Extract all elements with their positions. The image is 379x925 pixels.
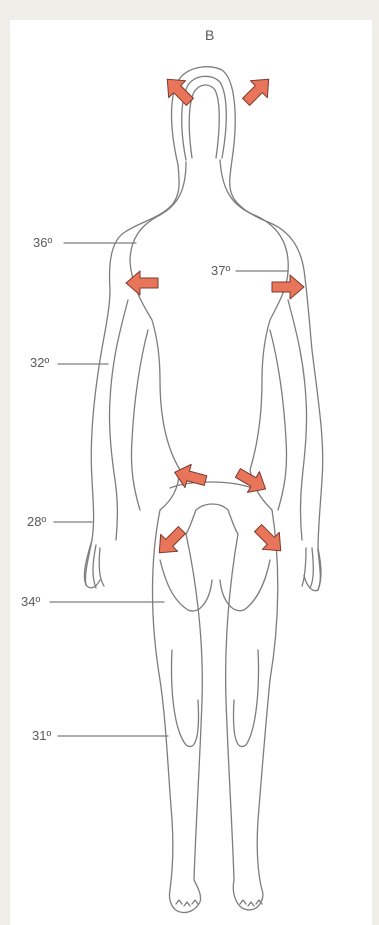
crotch [170, 482, 252, 534]
temp-lower-leg: 31º [32, 728, 51, 743]
foot-left [169, 880, 200, 913]
head-arrow-left-icon [159, 71, 199, 111]
temp-shoulder-right: 37º [211, 263, 230, 278]
groin-arrow-right-icon [250, 520, 290, 560]
thigh-right-contour [220, 560, 270, 611]
leg-left-inner [186, 534, 202, 880]
leg-right-inner [226, 534, 238, 880]
panel-letter: B [205, 27, 214, 43]
temp-hand: 28º [27, 514, 46, 529]
temp-thigh: 34º [21, 594, 40, 609]
body-right-outline [232, 195, 323, 591]
shoulder-arrow-left-icon [126, 271, 158, 295]
leg-right-outer [257, 510, 278, 890]
calf-right-contour [234, 650, 259, 747]
shoulder-arrow-right-icon [272, 275, 304, 299]
toes [176, 900, 262, 906]
arm-left-inner [109, 300, 128, 540]
arm-right-inner-2 [270, 330, 287, 510]
torso-inner-right [220, 160, 288, 470]
arm-right-inner [288, 300, 307, 540]
temp-shoulder-left: 36º [33, 235, 52, 250]
arm-left-inner-2 [131, 330, 148, 510]
hip-arrow-right-icon [232, 463, 272, 500]
head-inner-2 [189, 85, 219, 158]
body-left-outline [85, 165, 179, 588]
temp-upper-arm: 32º [30, 355, 49, 370]
head-arrow-right-icon [238, 71, 278, 111]
thigh-left-contour [160, 560, 212, 611]
calf-left-contour [172, 650, 199, 747]
torso-inner-left [130, 162, 186, 470]
leg-left-outer [153, 510, 173, 890]
